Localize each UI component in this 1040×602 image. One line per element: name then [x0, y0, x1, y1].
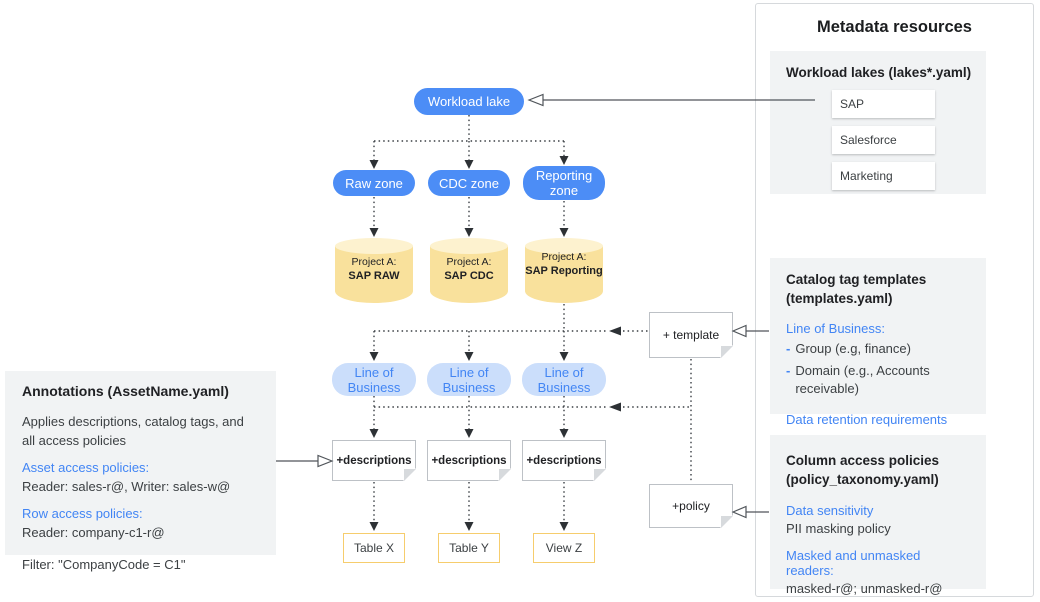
row-access-value: Reader: company-c1-r@ — [22, 525, 165, 540]
asset-access-label: Asset access policies: — [22, 460, 150, 475]
data-sensitivity-value: PII masking policy — [786, 521, 891, 536]
lake-card-marketing: Marketing — [832, 162, 935, 190]
workload-lakes-section: Workload lakes (lakes*.yaml) SAP Salesfo… — [770, 51, 986, 194]
column-policies-section: Column access policies (policy_taxonomy.… — [770, 435, 986, 596]
workload-lake-label: Workload lake — [427, 94, 511, 109]
bullet-text: Domain (e.g., Accounts receivable) — [795, 363, 930, 396]
template-note: + template — [649, 312, 734, 359]
lob-bullet-group: - Group (e.g, finance) — [786, 340, 970, 358]
zone-label: Raw zone — [345, 175, 403, 191]
lake-card-salesforce: Salesforce — [832, 126, 935, 154]
zone-node-cdc: CDC zone — [428, 170, 510, 196]
zone-label: CDC zone — [439, 175, 499, 191]
cylinder-body — [430, 246, 508, 303]
row-access-label: Row access policies: — [22, 506, 143, 521]
asset-access-value: Reader: sales-r@, Writer: sales-w@ — [22, 479, 231, 494]
output-table-y: Table Y — [438, 533, 500, 563]
catalog-templates-section: Catalog tag templates (templates.yaml) L… — [770, 258, 986, 427]
lob-tag-label: Line of Business — [442, 364, 496, 395]
project-label: Project A: SAP Reporting — [525, 251, 603, 277]
policy-note: +policy — [649, 484, 734, 529]
annotations-title: Annotations (AssetName.yaml) — [22, 383, 229, 399]
workload-lake-node: Workload lake — [414, 88, 524, 115]
lob-bullet-domain: - Domain (e.g., Accounts receivable) — [786, 362, 970, 398]
cylinder-top — [525, 238, 603, 254]
project-cylinder-sap-reporting: Project A: SAP Reporting — [525, 238, 603, 303]
lob-tag-label: Line of Business — [347, 364, 401, 395]
lob-tag-node-3: Line of Business — [522, 363, 606, 396]
catalog-templates-heading: Catalog tag templates (templates.yaml) — [786, 272, 927, 306]
output-table-x: Table X — [343, 533, 405, 563]
lob-heading: Line of Business: — [786, 321, 886, 336]
lob-tag-label: Line of Business — [537, 364, 591, 395]
output-view-z: View Z — [533, 533, 595, 563]
metadata-panel-title: Metadata resources — [817, 18, 972, 36]
filter-line: Filter: "CompanyCode = C1" — [22, 557, 186, 572]
annotations-description: Applies descriptions, catalog tags, and … — [22, 414, 244, 448]
metadata-resources-panel: Metadata resources Workload lakes (lakes… — [755, 3, 1034, 597]
lob-tag-node-2: Line of Business — [427, 363, 511, 396]
annotations-panel: Annotations (AssetName.yaml) Applies des… — [5, 371, 276, 572]
descriptions-note-1: +descriptions — [332, 440, 417, 482]
cylinder-body — [335, 246, 413, 303]
bullet-dash: - — [786, 341, 791, 356]
readers-value: masked-r@; unmasked-r@ — [786, 581, 943, 596]
zone-label: Reporting zone — [535, 168, 593, 198]
lob-tag-node-1: Line of Business — [332, 363, 416, 396]
lake-card-sap: SAP — [832, 90, 935, 118]
cylinder-top — [430, 238, 508, 254]
project-cylinder-sap-raw: Project A: SAP RAW — [335, 238, 413, 303]
bullet-text: Group (e.g, finance) — [795, 341, 911, 356]
lake-card-label: SAP — [840, 97, 865, 111]
column-policies-heading: Column access policies (policy_taxonomy.… — [786, 453, 940, 487]
zone-node-raw: Raw zone — [333, 170, 415, 196]
lake-card-label: Salesforce — [840, 133, 897, 147]
zone-node-reporting: Reporting zone — [523, 166, 605, 200]
descriptions-note-3: +descriptions — [522, 440, 607, 482]
readers-heading: Masked and unmasked readers: — [786, 548, 921, 578]
descriptions-note-2: +descriptions — [427, 440, 512, 482]
cylinder-body — [525, 246, 603, 303]
project-label: Project A: SAP CDC — [444, 256, 494, 282]
workload-lakes-heading: Workload lakes (lakes*.yaml) — [786, 65, 972, 80]
bullet-dash: - — [786, 363, 791, 378]
lake-card-label: Marketing — [840, 169, 893, 183]
project-cylinder-sap-cdc: Project A: SAP CDC — [430, 238, 508, 303]
data-retention-heading: Data retention requirements — [786, 412, 948, 427]
data-sensitivity-heading: Data sensitivity — [786, 503, 874, 518]
project-label: Project A: SAP RAW — [348, 256, 400, 282]
cylinder-top — [335, 238, 413, 254]
